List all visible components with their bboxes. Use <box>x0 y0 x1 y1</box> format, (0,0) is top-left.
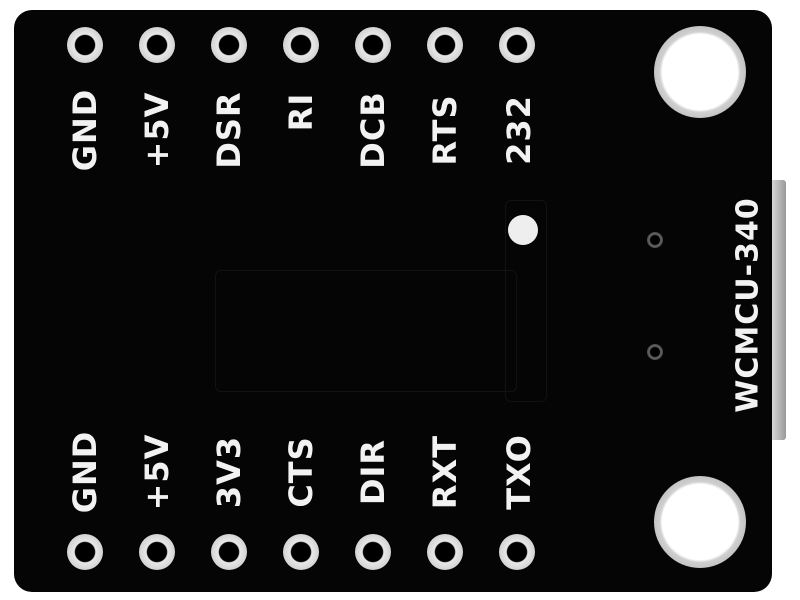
mounting-hole <box>654 476 746 568</box>
pin-pad <box>211 534 247 570</box>
pin-label-bottom: +5V <box>138 433 176 511</box>
pin-pad <box>427 534 463 570</box>
pin-pad <box>283 534 319 570</box>
pin-label-bottom: TXO <box>500 434 538 510</box>
pin-pad <box>355 27 391 63</box>
pin-label-top: +5V <box>138 91 176 169</box>
pin-pad <box>67 534 103 570</box>
via-hole <box>647 232 663 248</box>
pcb-board <box>14 10 772 592</box>
pin-label-bottom: CTS <box>282 436 320 508</box>
pin-label-bottom: DIR <box>354 438 392 506</box>
pin-pad <box>211 27 247 63</box>
pin-label-bottom: 3V3 <box>210 435 248 509</box>
pin-label-bottom: RXT <box>426 434 464 510</box>
pin-label-top: DSR <box>210 91 248 169</box>
mounting-hole <box>654 26 746 118</box>
pin-label-top: DCB <box>354 91 392 169</box>
via-hole <box>647 344 663 360</box>
pin-label-top: RTS <box>426 94 464 166</box>
pin-pad <box>283 27 319 63</box>
pin-label-top: GND <box>66 88 104 172</box>
pcb-trace <box>505 200 547 402</box>
pin-label-top: 232 <box>500 95 538 165</box>
pin-pad <box>139 27 175 63</box>
pin-pad <box>499 27 535 63</box>
brand-logo-icon <box>508 215 538 245</box>
pin-pad <box>355 534 391 570</box>
pin-label-top: RI <box>282 92 320 132</box>
pcb-trace <box>215 270 517 392</box>
pin-pad <box>427 27 463 63</box>
pin-pad <box>139 534 175 570</box>
pin-pad <box>67 27 103 63</box>
pin-label-bottom: GND <box>66 430 104 514</box>
board-model-label: WCMCU-340 <box>730 197 766 413</box>
pin-pad <box>499 534 535 570</box>
